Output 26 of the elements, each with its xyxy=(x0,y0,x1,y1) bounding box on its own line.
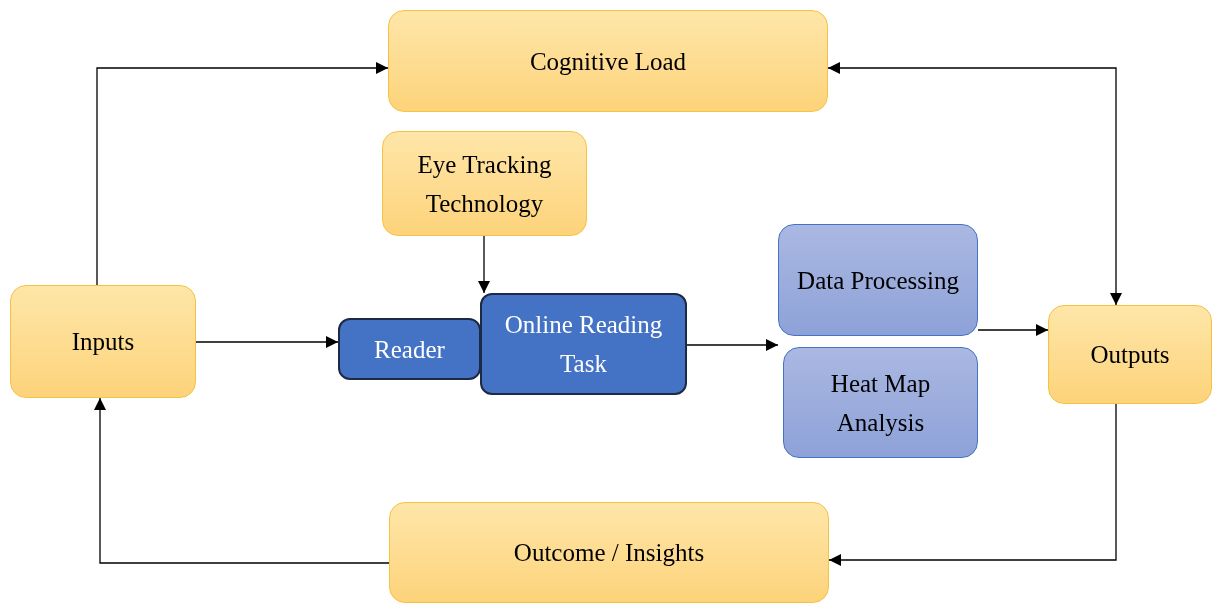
arrow xyxy=(478,235,490,294)
box-label: Outputs xyxy=(1090,340,1170,370)
box-label: Inputs xyxy=(71,327,135,357)
arrow xyxy=(828,403,1117,566)
process-box xyxy=(778,224,978,336)
box-label: Heat Map Analysis xyxy=(829,368,932,438)
process-box xyxy=(480,293,687,395)
box-label: Outcome / Insights xyxy=(513,538,705,568)
process-box xyxy=(382,131,587,236)
arrow xyxy=(686,339,779,351)
box-label: Cognitive Load xyxy=(529,46,687,77)
box-label: Reader xyxy=(374,334,445,365)
process-box xyxy=(10,285,196,398)
process-box xyxy=(1048,305,1212,404)
process-box xyxy=(388,10,828,112)
arrow xyxy=(977,324,1049,336)
process-box xyxy=(783,347,978,458)
process-box xyxy=(389,502,829,603)
process-box xyxy=(338,318,481,380)
box-label: Data Processing xyxy=(797,265,959,296)
box-label: Online Reading Task xyxy=(503,310,664,379)
arrow xyxy=(195,336,339,348)
arrow xyxy=(96,62,389,286)
arrow xyxy=(94,397,390,564)
arrow xyxy=(827,62,1122,306)
box-label: Eye Tracking Technology xyxy=(416,149,553,219)
